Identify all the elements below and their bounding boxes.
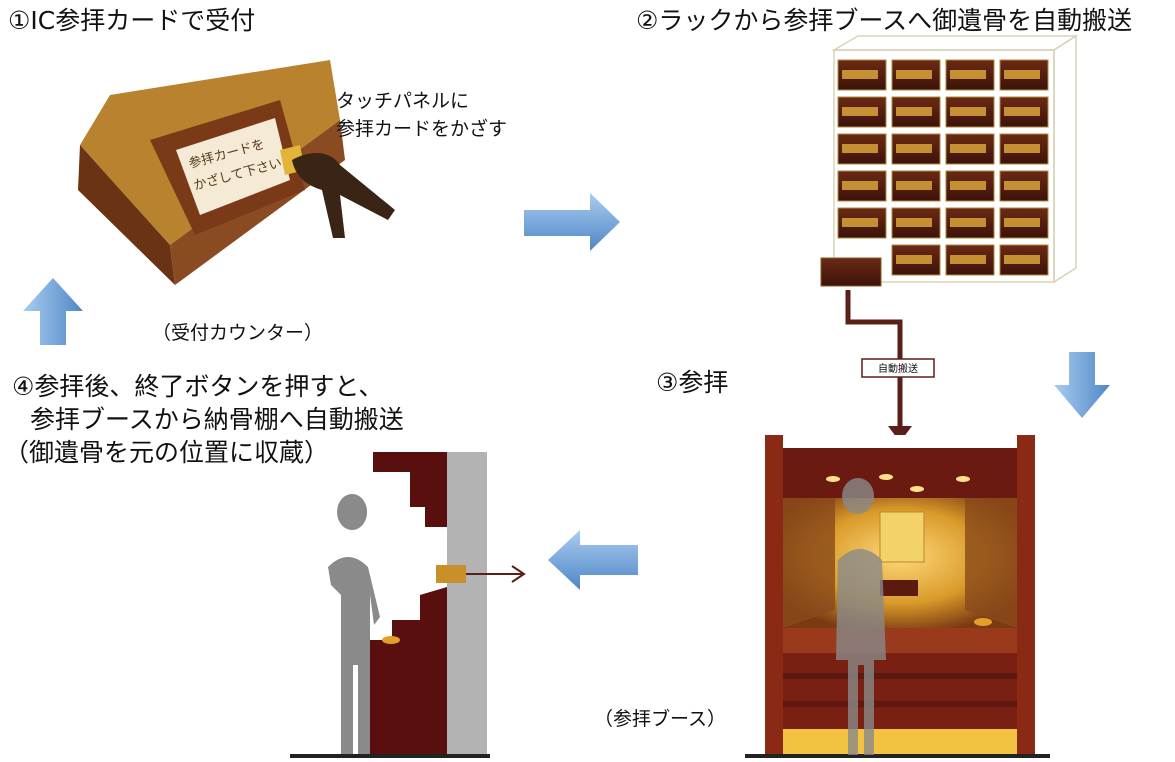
- flow-arrow-right-1: [524, 193, 620, 251]
- worship-booth: [745, 435, 1050, 758]
- urn-nameplate: [950, 181, 986, 190]
- step1-title: ①IC参拝カードで受付: [8, 6, 256, 35]
- touch-panel-label-line2: 参拝カードをかざす: [336, 118, 508, 140]
- urn-nameplate: [842, 218, 878, 227]
- urn-nameplate: [950, 218, 986, 227]
- step4-title-line3: （御遺骨を元の位置に収蔵）: [4, 438, 330, 467]
- step2-title: ②ラックから参拝ブースへ御遺骨を自動搬送: [636, 6, 1133, 35]
- urn-nameplate: [1004, 70, 1040, 79]
- flow-arrow-up: [23, 278, 83, 345]
- visitor-silhouette-booth: [836, 478, 886, 755]
- auto-transport-label: 自動搬送: [878, 362, 918, 375]
- urn-nameplate: [842, 181, 878, 190]
- urn-nameplate: [1004, 255, 1040, 264]
- urn-nameplate: [950, 255, 986, 264]
- urn-nameplate: [842, 107, 878, 116]
- transport-arrowhead: [888, 426, 912, 442]
- urn-nameplate: [842, 144, 878, 153]
- hand-silhouette: [292, 153, 395, 238]
- urn-nameplate: [896, 107, 932, 116]
- reception-counter: 参拝カードを かざして下さい: [78, 60, 395, 285]
- storage-rack: [820, 34, 1079, 287]
- touch-panel-label-line1: タッチパネルに: [336, 90, 470, 112]
- urn-nameplate: [950, 107, 986, 116]
- urn-nameplate: [1004, 107, 1040, 116]
- urn-nameplate: [1004, 218, 1040, 227]
- return-side-view: [290, 452, 526, 758]
- urn-nameplate: [896, 144, 932, 153]
- touch-panel-screen: [176, 118, 290, 215]
- urn-nameplate: [896, 181, 932, 190]
- booth-caption: （参拝ブース）: [594, 708, 727, 730]
- urn-nameplate: [896, 70, 932, 79]
- urn-nameplate: [950, 144, 986, 153]
- step4-title-line2: 参拝ブースから納骨棚へ自動搬送: [30, 405, 404, 434]
- urn-nameplate: [842, 70, 878, 79]
- urn-nameplate: [1004, 181, 1040, 190]
- step3-title: ③参拝: [656, 368, 729, 397]
- counter-caption: （受付カウンター）: [152, 322, 324, 344]
- flow-arrow-left: [548, 530, 638, 590]
- step4-title-line1: ④参拝後、終了ボタンを押すと、: [12, 372, 384, 401]
- auto-transport-tag: [861, 358, 935, 378]
- urn-nameplate: [950, 70, 986, 79]
- visitor-silhouette-side: [328, 494, 380, 755]
- urn-nameplate: [1004, 144, 1040, 153]
- urn-nameplate: [896, 255, 932, 264]
- flow-arrow-down: [1054, 352, 1110, 418]
- urn-nameplate: [896, 218, 932, 227]
